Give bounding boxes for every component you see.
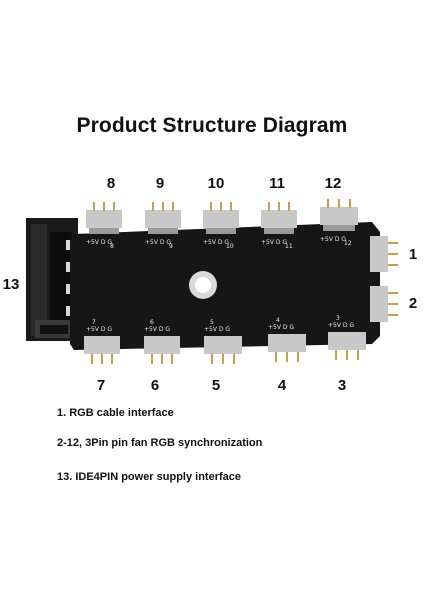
note-fan-rgb: 2-12, 3Pin pin fan RGB synchronization	[57, 437, 263, 449]
svg-text:8: 8	[110, 243, 114, 250]
svg-text:+5V D G: +5V D G	[204, 326, 230, 333]
svg-text:+5V D G: +5V D G	[328, 322, 354, 329]
svg-text:4: 4	[276, 317, 280, 324]
label-port-7: 7	[96, 377, 106, 394]
label-port-8: 8	[106, 175, 116, 192]
svg-text:+5V D G: +5V D G	[86, 239, 112, 246]
label-port-13: 13	[2, 276, 20, 293]
right-headers	[370, 236, 398, 322]
svg-text:+5V D G: +5V D G	[320, 236, 346, 243]
label-port-4: 4	[277, 377, 287, 394]
svg-text:10: 10	[226, 243, 234, 250]
svg-text:12: 12	[344, 240, 352, 247]
svg-text:+5V D G: +5V D G	[268, 324, 294, 331]
svg-text:+5V D G: +5V D G	[145, 239, 171, 246]
label-port-11: 11	[269, 175, 285, 192]
label-port-5: 5	[211, 377, 221, 394]
svg-text:9: 9	[169, 243, 173, 250]
svg-text:3: 3	[336, 315, 340, 322]
svg-text:+5V D G: +5V D G	[144, 326, 170, 333]
svg-text:7: 7	[92, 319, 96, 326]
label-port-6: 6	[150, 377, 160, 394]
bottom-headers	[84, 332, 366, 364]
page-title: Product Structure Diagram	[76, 114, 348, 137]
label-port-2: 2	[408, 295, 418, 312]
svg-text:6: 6	[150, 319, 154, 326]
pcb-silk-labels: +5V D G +5V D G +5V D G +5V D G +5V D G …	[86, 236, 354, 333]
label-port-3: 3	[337, 377, 347, 394]
svg-text:5: 5	[210, 319, 214, 326]
note-rgb-cable: 1. RGB cable interface	[57, 407, 174, 419]
ide-power-connector	[26, 218, 78, 341]
svg-text:11: 11	[285, 243, 293, 250]
label-port-12: 12	[324, 175, 342, 192]
label-port-1: 1	[408, 246, 418, 263]
label-port-10: 10	[207, 175, 225, 192]
note-ide-power: 13. IDE4PIN power supply interface	[57, 471, 242, 483]
top-headers	[86, 199, 358, 234]
pcb-body	[70, 222, 380, 350]
label-port-9: 9	[155, 175, 165, 192]
svg-text:+5V D G: +5V D G	[86, 326, 112, 333]
svg-text:+5V D G: +5V D G	[261, 239, 287, 246]
svg-text:+5V D G: +5V D G	[203, 239, 229, 246]
